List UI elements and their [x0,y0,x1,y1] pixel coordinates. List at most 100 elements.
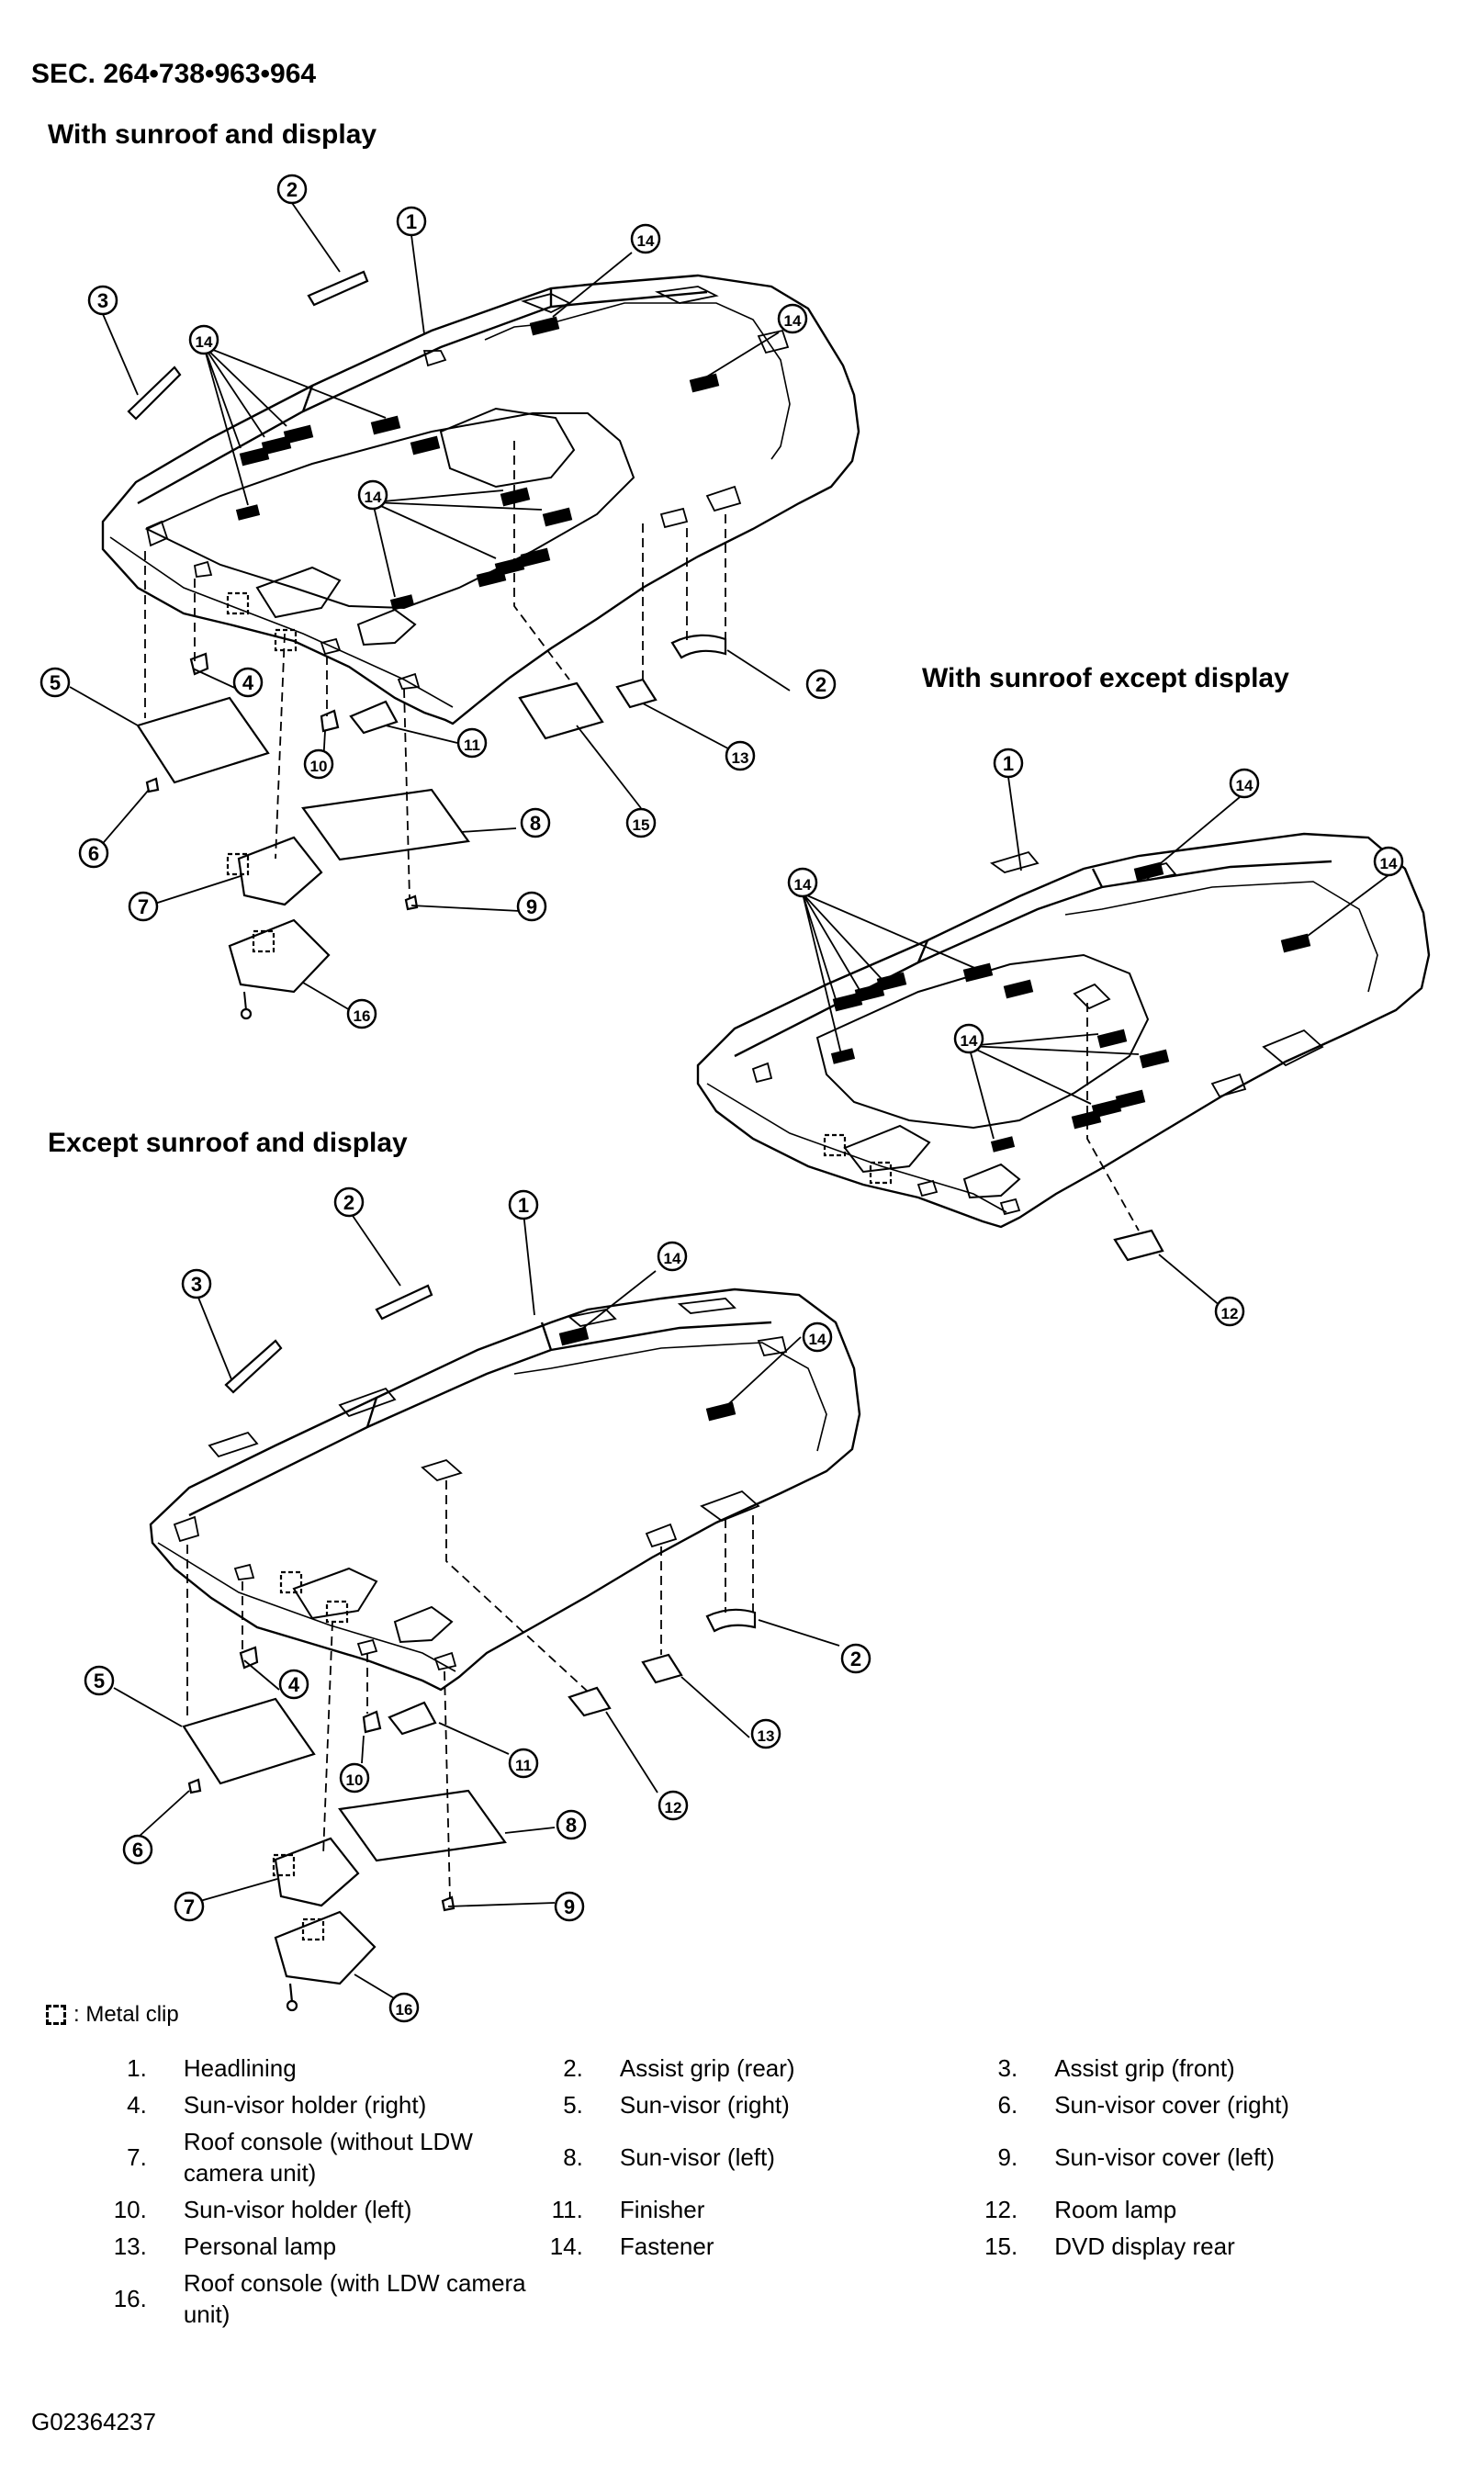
part-name: Roof console (with LDW camera unit) [183,2269,526,2328]
metal-clip-label: : Metal clip [73,2002,179,2027]
callout-6-c [122,1834,153,1865]
part-name: Room lamp [1054,2196,1177,2223]
assembly-except-sunroof-and-display [149,1288,861,1692]
part-name: Sun-visor (right) [619,2091,790,2119]
part-name: Sun-visor (left) [619,2143,775,2171]
parts-row: 1. Headlining 2. Assist grip (rear) 3. A… [92,2050,1396,2086]
sun-visor-left-c [338,1789,507,1862]
callout-5-c [84,1665,115,1696]
dashed-guides-a [144,441,726,899]
metal-clip-legend: : Metal clip [46,2002,179,2028]
part-number: 4. [127,2091,147,2119]
callout-3-a [87,285,118,316]
parts-row: 7. Roof console (without LDW camera unit… [92,2123,1396,2191]
fasteners-a [235,316,720,611]
part-name: Personal lamp [183,2232,337,2260]
callout-text: 16 [354,1007,371,1025]
assembly-with-sunroof-and-display [101,274,860,725]
callout-text: 11 [464,737,480,754]
callout-14-b1 [1229,768,1260,799]
callout-text: 14 [784,312,802,330]
section-code-title: SEC. 264•738•963•964 [31,59,317,89]
part-number: 5. [563,2091,583,2119]
callout-text: 6 [88,842,99,865]
roof-console-ldw-c [274,1910,377,1985]
callout-16-a [346,998,377,1029]
part-name: Finisher [619,2196,705,2223]
part-number: 13. [113,2232,147,2260]
parts-row: 4. Sun-visor holder (right) 5. Sun-visor… [92,2086,1396,2123]
headlining-outline [101,274,860,725]
callout-3-c [181,1268,212,1299]
callout-10-a [303,748,334,780]
callout-13-c [750,1718,781,1749]
part-number: 7. [127,2143,147,2171]
callout-text: 5 [50,671,61,694]
leaders-a [69,202,791,1015]
heading-with-sunroof-and-display: With sunroof and display [48,119,377,150]
parts-list: 1. Headlining 2. Assist grip (rear) 3. A… [92,2050,1396,2333]
callout-1-a [396,206,427,237]
callout-2b-c [840,1643,871,1674]
callout-text: 1 [1003,752,1014,775]
assist-grip-rear-a [307,270,369,307]
callout-4-c [278,1669,309,1700]
callout-text: 3 [191,1273,202,1296]
callout-14-a3 [188,324,219,355]
room-lamp-b [1113,1229,1164,1262]
assist-grip-front-a [127,365,182,421]
callout-14-a2 [777,303,808,334]
callout-text: 10 [310,758,328,775]
parts-row: 16. Roof console (with LDW camera unit) [92,2265,1396,2333]
callout-15-a [625,807,657,838]
parts-c [182,1284,757,2012]
callout-14-b4 [953,1023,984,1054]
part-name: Sun-visor holder (right) [183,2091,427,2119]
callout-text: 2 [287,178,298,201]
callout-text: 2 [343,1191,354,1214]
heading-with-sunroof-except-display: With sunroof except display [922,663,1289,693]
callout-2b-a [805,669,837,700]
callout-text: 13 [732,749,749,767]
callout-10-c [339,1762,370,1794]
callout-text: 14 [1236,777,1254,794]
fasteners-b [830,861,1311,1153]
callout-14-a1 [630,223,661,254]
callout-text: 14 [365,489,382,506]
part-name: Roof console (without LDW camera unit) [183,2128,473,2187]
callouts-a: 2 1 3 14 14 14 14 5 4 2 11 10 13 15 8 6 … [39,174,837,1029]
part-name: Sun-visor holder (left) [183,2196,412,2223]
callout-text: 15 [633,816,650,834]
callout-9-a [516,891,547,922]
callout-14-b3 [787,867,818,898]
callout-text: 4 [242,671,254,694]
callout-text: 8 [530,812,541,835]
callout-4-a [232,667,264,698]
parts-a [127,270,727,1020]
callout-2-c [333,1186,365,1218]
heading-except-sunroof-and-display: Except sunroof and display [48,1128,408,1158]
part-number: 14. [549,2232,583,2260]
callout-text: 1 [518,1194,529,1217]
callout-text: 7 [138,895,149,918]
dvd-display-rear-a [518,681,604,740]
callout-text: 9 [526,895,537,918]
callout-text: 11 [515,1757,532,1774]
callout-text: 9 [564,1895,575,1918]
parts-row: 13. Personal lamp 14. Fastener 15. DVD d… [92,2228,1396,2265]
part-number: 9. [997,2143,1018,2171]
figure-id: G02364237 [31,2408,156,2435]
part-number: 2. [563,2054,583,2082]
callout-text: 14 [637,232,655,250]
part-number: 3. [997,2054,1018,2082]
headlining-outline [696,832,1431,1229]
callout-text: 14 [664,1250,681,1267]
part-name: Headlining [183,2054,297,2082]
assist-grip-front-c [224,1339,283,1394]
part-number: 8. [563,2143,583,2171]
metal-clip-icon [46,2005,66,2025]
callout-11-c [508,1748,539,1779]
callout-5-a [39,667,71,698]
callouts-b: 1 14 14 14 14 12 [787,748,1404,1327]
